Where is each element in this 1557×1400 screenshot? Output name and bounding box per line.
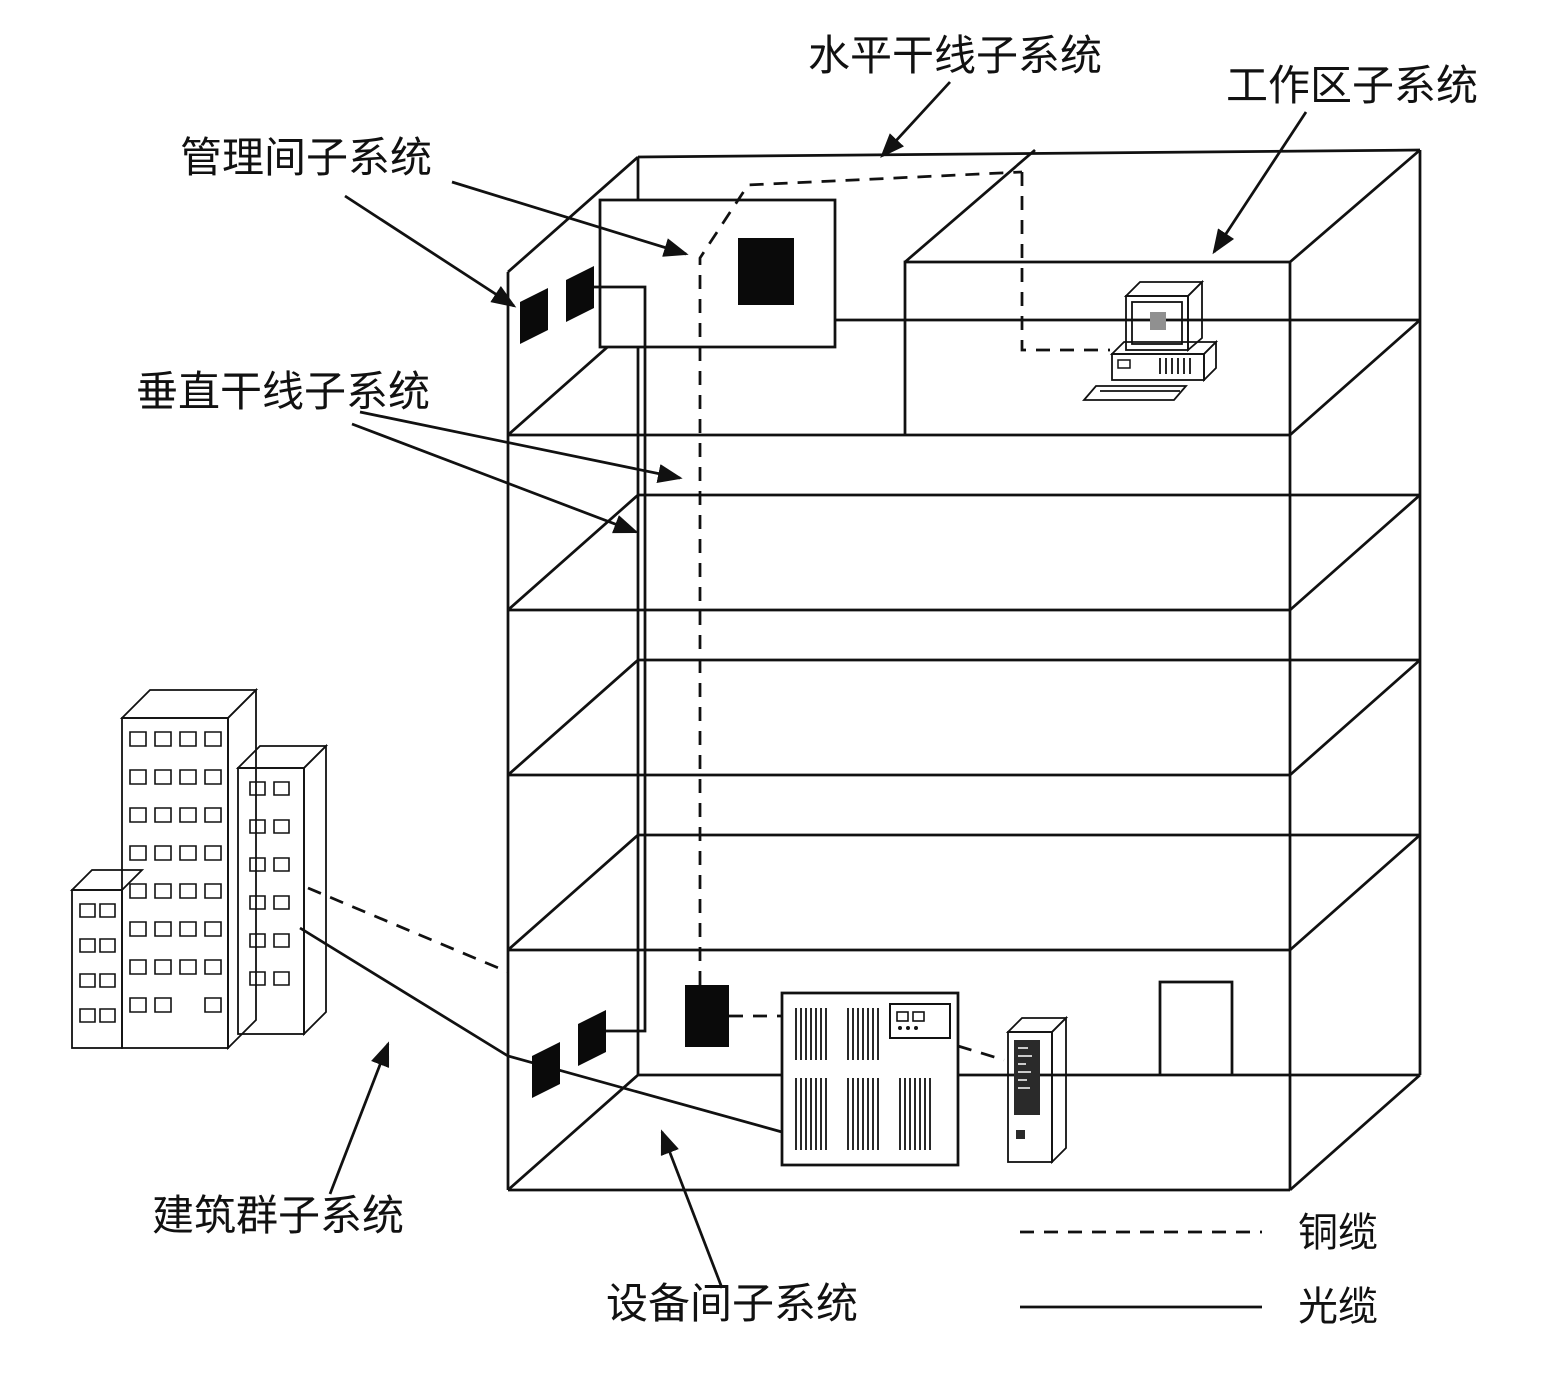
door-opening	[1158, 980, 1234, 1075]
roof-left-slant	[507, 155, 639, 274]
bottom-right-slant	[1289, 1073, 1421, 1192]
right-tower-front	[237, 767, 305, 1035]
backbone-cables	[594, 170, 1110, 1033]
server-panel-marks	[1018, 1047, 1032, 1089]
patch-panel-icon	[578, 1010, 606, 1066]
management-closet	[598, 198, 837, 349]
server-button	[1016, 1130, 1025, 1139]
arrow-campus	[328, 1041, 390, 1195]
arrow-horizontal-backbone	[880, 81, 952, 159]
arrow-vertical-backbone-2	[351, 422, 639, 534]
floor-slab	[507, 833, 1421, 952]
panel-dot	[914, 1026, 918, 1030]
server-panel	[1014, 1040, 1040, 1115]
main-tower-front	[121, 717, 229, 1049]
campus-copper-cable	[307, 886, 509, 974]
work-area-copper-cable	[1020, 172, 1110, 352]
legend-fiber-label: 光缆	[1298, 1284, 1378, 1329]
main-building	[506, 148, 1422, 1192]
floor-slab	[507, 318, 1421, 437]
patch-panel-icon	[566, 266, 594, 322]
floor-slab	[507, 658, 1421, 777]
arrow-equipment-room	[660, 1129, 724, 1289]
legend: 铜缆 光缆	[1020, 1210, 1378, 1329]
panel-square	[912, 1011, 925, 1022]
drive-slot	[1117, 359, 1131, 369]
main-tower-windows	[129, 731, 222, 1013]
distribution-rack-icon	[780, 991, 960, 1167]
fiber-riser-cable	[594, 285, 647, 1033]
room-roof-left-slant	[904, 148, 1036, 264]
case-front	[1111, 353, 1205, 381]
rack-ports	[795, 1008, 931, 1150]
panel-dot	[906, 1026, 910, 1030]
wall-patch-panels	[520, 266, 606, 1098]
legend-copper-label: 铜缆	[1298, 1210, 1378, 1255]
patch-panel-icon	[520, 288, 548, 344]
closet-front	[598, 198, 837, 349]
arrow-management-to-shaft	[451, 180, 689, 257]
panel-square	[896, 1011, 909, 1022]
left-block-windows	[79, 903, 116, 1023]
monitor-screen	[1131, 301, 1183, 345]
desktop-computer-icon	[1082, 279, 1219, 401]
patch-panel-icon	[532, 1042, 560, 1098]
patch-panel-icon	[738, 238, 794, 305]
neighbor-building-icon	[69, 687, 329, 1051]
work-area-room	[903, 148, 1421, 435]
floor-slab	[507, 493, 1421, 612]
label-management-room: 管理间子系统	[180, 136, 432, 182]
arrow-work-area	[1212, 111, 1308, 255]
label-work-area: 工作区子系统	[1226, 64, 1478, 110]
label-equipment-room: 设备间子系统	[606, 1282, 858, 1328]
right-tower-windows	[249, 781, 290, 986]
floor-slabs	[507, 318, 1421, 1192]
screen-glare	[1150, 312, 1166, 330]
panel-dot	[898, 1026, 902, 1030]
label-vertical-backbone: 垂直干线子系统	[136, 370, 430, 416]
copper-jumper	[957, 1044, 1005, 1062]
callout-arrows	[328, 81, 1308, 1289]
keyboard	[1082, 385, 1188, 401]
arrow-vertical-backbone-1	[359, 410, 683, 483]
copper-riser-cable	[698, 170, 1023, 985]
monitor-front	[1125, 295, 1189, 351]
label-campus: 建筑群子系统	[152, 1194, 404, 1240]
server-tower-icon	[1005, 1015, 1069, 1165]
room-roof-right-slant	[1289, 148, 1421, 264]
wiring-cabinet-icon	[685, 985, 729, 1047]
arrow-management-to-panels	[344, 194, 517, 308]
label-horizontal-backbone: 水平干线子系统	[808, 34, 1102, 80]
equipment-room	[685, 985, 1069, 1167]
case-vents	[1159, 358, 1191, 374]
server-front	[1007, 1031, 1053, 1163]
